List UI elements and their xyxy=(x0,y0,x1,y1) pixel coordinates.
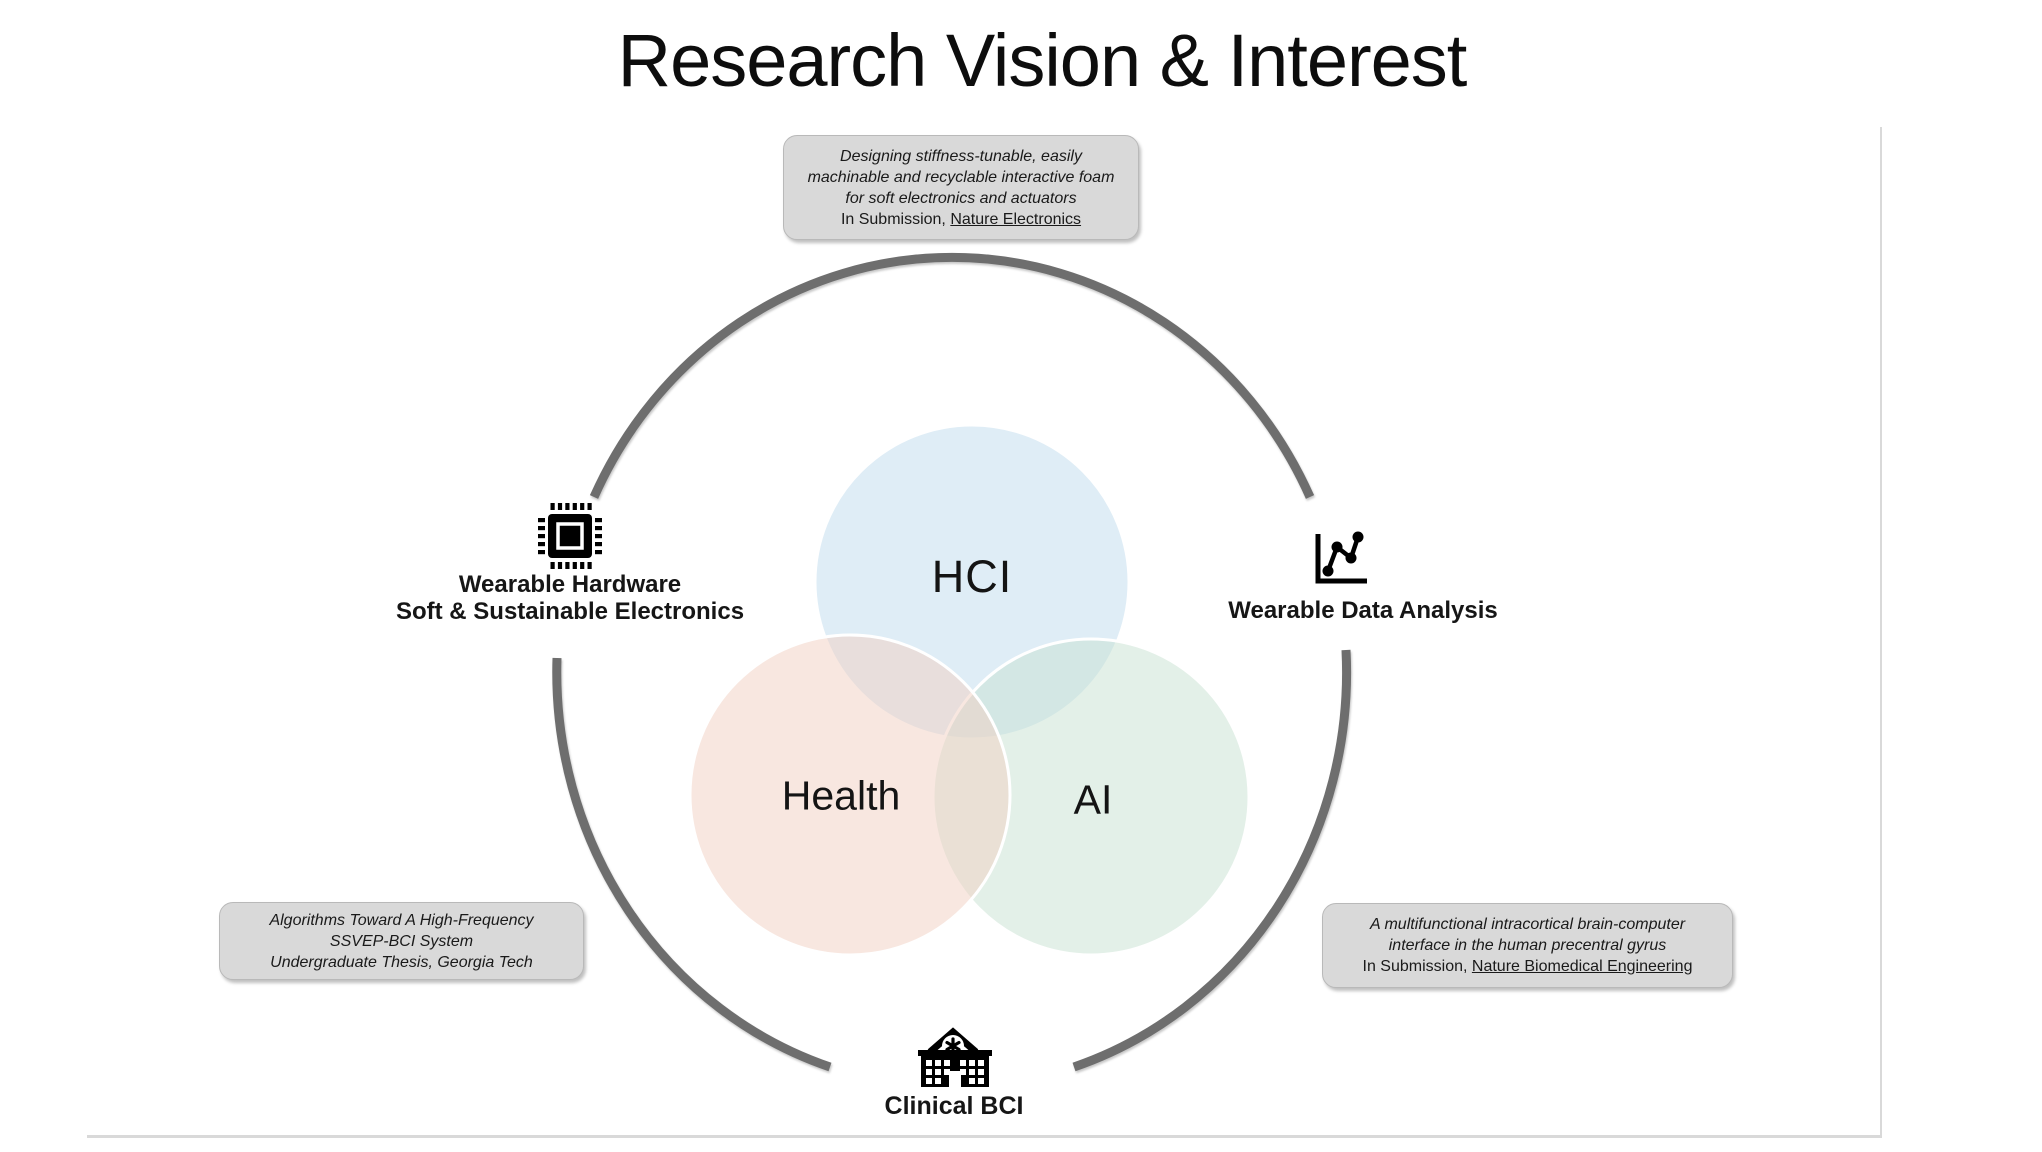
callout-foam-status-line: In Submission, Nature Electronics xyxy=(794,209,1128,230)
callout-foam-title-line2: machinable and recyclable interactive fo… xyxy=(807,168,1115,186)
label-wearable-hardware-line2: Soft & Sustainable Electronics xyxy=(395,598,745,625)
hospital-icon xyxy=(918,1027,992,1087)
venn-label-hci: HCI xyxy=(931,551,1013,602)
callout-foam-title-line3: for soft electronics and actuators xyxy=(845,189,1077,207)
journal-link-nature-biomedical-engineering[interactable]: Nature Biomedical Engineering xyxy=(1471,958,1693,975)
outer-circle xyxy=(552,252,1352,1072)
venn-label-ai: AI xyxy=(1073,776,1113,823)
venn-circle-health xyxy=(688,633,1012,957)
slide-right-edge xyxy=(1880,127,1882,1136)
chip-icon xyxy=(538,503,602,569)
callout-ssvep-title-line1: Algorithms Toward A High-Frequency xyxy=(269,911,534,929)
callout-intracortical-title-line1: A multifunctional intracortical brain-co… xyxy=(1369,916,1686,933)
venn-circles xyxy=(688,423,1251,957)
submission-status: In Submission, xyxy=(1362,958,1468,975)
callout-intracortical-title-line2: interface in the human precentral gyrus xyxy=(1388,937,1667,954)
callout-ssvep-thesis: Algorithms Toward A High-Frequency SSVEP… xyxy=(219,902,584,980)
outer-arc-bottom-left xyxy=(552,657,832,1072)
label-wearable-hardware: Wearable Hardware Soft & Sustainable Ele… xyxy=(396,571,744,625)
callout-foam-title-line1: Designing stiffness-tunable, easily xyxy=(840,147,1082,165)
callout-intracortical-status-line: In Submission, Nature Biomedical Enginee… xyxy=(1333,956,1722,977)
callout-ssvep-title-line2: SSVEP-BCI System xyxy=(329,932,474,950)
submission-status: In Submission, xyxy=(840,210,946,228)
label-wearable-hardware-line1: Wearable Hardware xyxy=(458,571,682,598)
slide-bottom-edge xyxy=(87,1135,1882,1138)
journal-link-nature-electronics[interactable]: Nature Electronics xyxy=(950,210,1082,228)
line-chart-icon xyxy=(1315,531,1367,584)
venn-label-health: Health xyxy=(781,772,901,819)
outer-arc-bottom-right xyxy=(1072,649,1352,1072)
outer-arc-top xyxy=(589,252,1315,499)
callout-foam-paper: Designing stiffness-tunable, easily mach… xyxy=(783,135,1139,240)
callout-ssvep-venue: Undergraduate Thesis, Georgia Tech xyxy=(270,953,533,971)
label-clinical-bci: Clinical BCI xyxy=(884,1092,1024,1120)
page-title: Research Vision & Interest xyxy=(617,19,1468,102)
label-wearable-data-analysis: Wearable Data Analysis xyxy=(1228,597,1498,624)
callout-intracortical-paper: A multifunctional intracortical brain-co… xyxy=(1322,903,1733,988)
